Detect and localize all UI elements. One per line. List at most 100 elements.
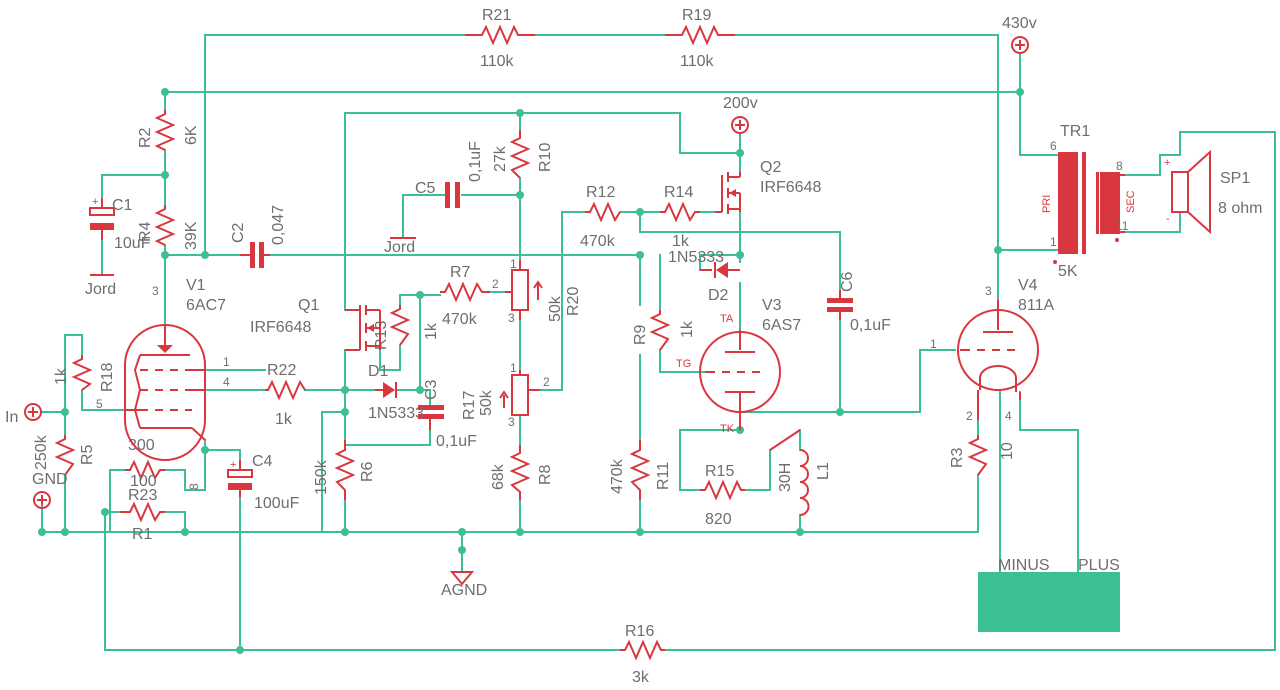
diode-d2: 1N5333 D2 [668,249,740,304]
resistor-r13: R13 1k [373,305,440,350]
supply-200v: 200v [723,95,758,134]
resistor-r8: 68k R8 [490,445,554,500]
tr1-sec-label: SEC [1125,190,1137,213]
c6-name: C6 [839,271,856,292]
v3-pin-tk: TK [720,423,735,435]
resistor-r19: R19 110k [665,7,735,70]
r20-value: 50k [547,295,564,322]
r11-value: 470k [609,458,626,494]
d2-value: 1N5333 [668,249,724,266]
filament-supply: MINUS PLUS [978,557,1120,632]
v4-pin-3: 3 [985,284,992,298]
supply-430v: 430v [1002,15,1037,54]
r4-name: R4 [137,221,154,242]
c4-value: 100uF [254,495,300,512]
potentiometer-r20: 1 3 2 50k R20 [492,257,582,325]
tr1-pin-11: 11 [1116,219,1129,233]
resistor-r2: R2 6K [137,110,200,151]
r17-name: R17 [461,391,478,420]
r22-name: R22 [267,362,296,379]
r6-name: R6 [359,461,376,482]
r8-name: R8 [537,464,554,485]
tr1-pin-6: 6 [1050,139,1057,153]
r18-value: 1k [53,367,70,385]
d2-name: D2 [708,287,729,304]
r17-value: 50k [478,389,495,416]
r14-name: R14 [664,184,693,201]
ground-jord-2: Jord [384,237,416,256]
resistor-r15: R15 820 [700,463,745,528]
filament-supply-block [978,572,1120,632]
v1-pin-1: 1 [223,355,230,369]
r19-name: R19 [682,7,711,24]
r8-value: 68k [490,463,507,490]
r5-value: 250k [33,434,50,470]
agnd-label: AGND [441,582,487,599]
r20-pin-1: 1 [510,257,517,271]
resistor-r22: R22 1k [265,362,306,428]
resistor-r12: R12 470k [580,184,621,250]
v4-value: 811A [1018,297,1055,314]
capacitor-c5: C5 0,1uF [415,141,484,208]
r16-value: 3k [632,669,650,686]
r20-pin-3: 3 [508,311,515,325]
r7-pin-2: 2 [492,277,499,291]
c2-name: C2 [230,222,247,243]
l1-value: 30H [777,463,794,492]
tube-v4: 3 1 2 4 V4 811A [930,277,1055,423]
wires [41,34,1276,651]
r5-name: R5 [79,444,96,465]
sp1-minus: - [1166,213,1170,225]
mosfet-q1: Q1 IRF6648 [250,297,381,351]
r7-name: R7 [450,264,471,281]
transformer-tr1: 6 1 8 11 PRI SEC TR1 5K [1041,123,1137,280]
r15-value: 820 [705,511,732,528]
inductor-l1: 30H L1 [769,429,832,516]
d1-value: 1N5333 [368,405,424,422]
tr1-pin-1: 1 [1050,235,1057,249]
r6-value: 150k [313,459,330,495]
resistor-r16: R16 3k [620,623,665,686]
v3-pin-tg: TG [676,358,691,370]
r16-name: R16 [625,623,654,640]
r22-value: 1k [275,411,293,428]
jord-1-label: Jord [85,281,116,298]
capacitor-c3: C3 0,1uF [418,379,477,450]
r17-pin-1: 1 [510,361,517,375]
r2-value: 6K [183,125,200,145]
resistor-r21: R21 110k [465,7,535,70]
l1-name: L1 [815,462,832,480]
input-terminal: In [5,403,42,426]
ground-agnd: AGND [441,571,487,599]
c4-name: C4 [252,453,273,470]
sp1-name: SP1 [1220,170,1250,187]
capacitor-c1: + C1 10uF [89,196,151,252]
r21-name: R21 [482,7,511,24]
q1-value: IRF6648 [250,319,311,336]
resistor-r10: 27k R10 [492,130,554,179]
tr1-value: 5K [1058,263,1078,280]
v3-value: 6AS7 [762,317,801,334]
r10-name: R10 [537,143,554,172]
r13-value: 1k [423,322,440,340]
v3-name: V3 [762,297,782,314]
r23-value: 100 [130,473,157,490]
c1-value: 10uF [114,235,151,252]
diode-d1: D1 1N5333 [368,363,424,422]
sp1-plus: + [1164,157,1170,169]
input-gnd-terminal: GND [32,471,68,509]
d1-name: D1 [368,363,389,380]
q1-name: Q1 [298,297,319,314]
mosfet-q2: Q2 IRF6648 [715,159,821,214]
r9-value: 1k [679,320,696,338]
resistor-r6: 150k R6 [313,440,376,500]
resistor-r5: 250k R5 [33,434,96,476]
r18-name: R18 [99,363,116,392]
capacitor-c6: C6 0,1uF [827,271,891,334]
c2-value: 0,047 [270,205,287,245]
c6-value: 0,1uF [850,317,891,334]
c5-value: 0,1uF [467,141,484,182]
input-gnd-label: GND [32,471,68,488]
r10-value: 27k [492,145,509,172]
v4-pin-2: 2 [966,409,973,423]
